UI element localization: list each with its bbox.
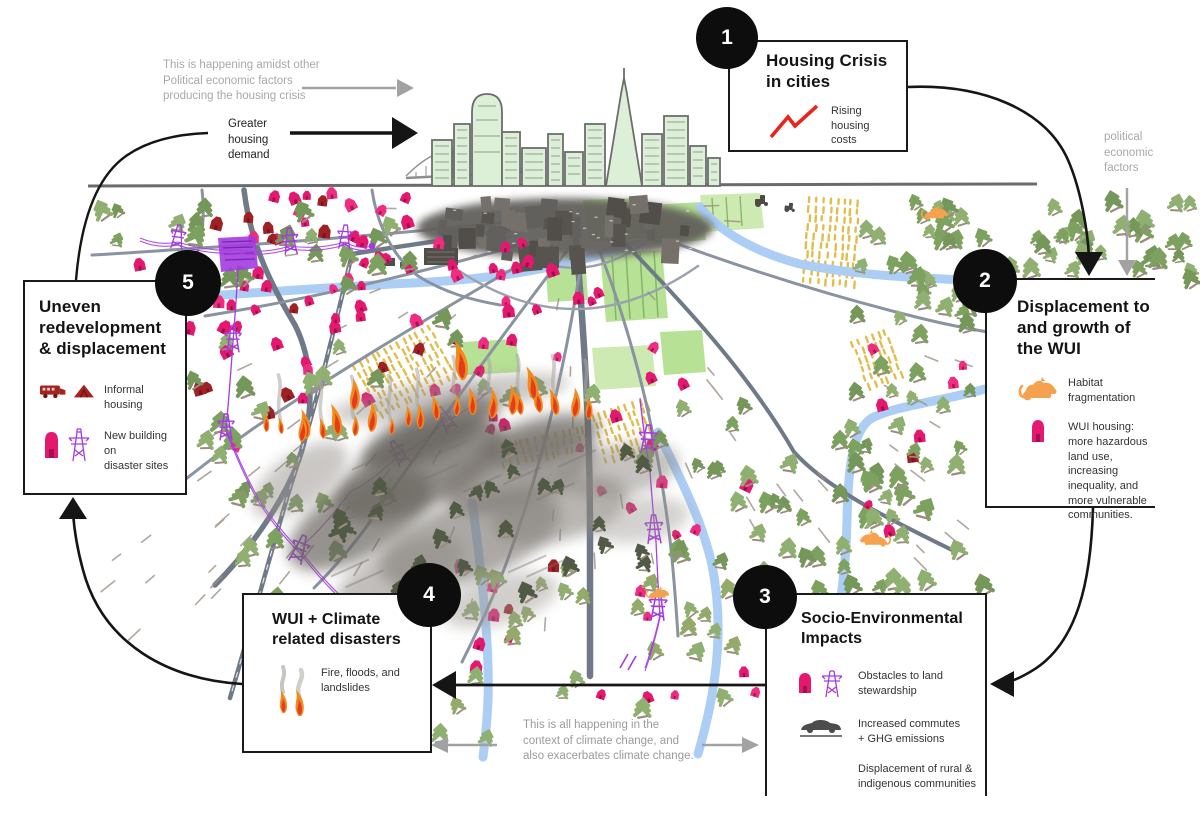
house-and-pylon-icon [39,427,95,463]
political-factors-gray-arrow [302,79,414,97]
political-economic-factors-label: political economic factors [1104,131,1154,175]
city-skyline [431,68,721,187]
rv-and-tent-icon [39,381,95,401]
political-economic-gray-arrow [1118,188,1136,276]
box-title: Socio-Environmental Impacts [801,610,963,647]
step-badge-2: 2 [953,249,1017,313]
item-label: Displacement of rural & indigenous commu… [858,763,977,790]
box-displacement-wui: Displacement to and growth of the WUI Ha… [985,278,1155,521]
wildlife-cougars [645,204,948,599]
fire-front [263,340,593,442]
item-label: Informal housing [104,384,144,411]
dense-city-blocks [384,194,713,275]
box-housing-crisis: Housing Crisis in cities Rising housing … [728,40,908,152]
climate-change-note: This is all happening in the context of … [523,719,694,763]
step-badge-4: 4 [397,563,461,627]
box-title: WUI + Climate related disasters [272,611,401,648]
box-socio-environmental: Socio-Environmental Impacts Obstacles to… [765,593,987,796]
flow-arrow-5-to-demand [74,131,209,281]
box-climate-disasters: WUI + Climate related disasters Fire, fl… [242,593,432,753]
climate-context-double-arrow [431,737,759,753]
box-title: Housing Crisis in cities [766,51,888,92]
item-label: Rising housing costs [831,105,870,147]
step-badge-5: 5 [155,250,221,316]
cougar-icon [1017,374,1059,402]
flow-arrow-2-to-3 [990,507,1095,697]
item-label: Obstacles to land stewardship [858,670,943,697]
item-label: Fire, floods, and landslides [321,667,400,694]
item-label: New building on disaster sites [104,430,169,472]
greater-housing-demand-label: Greater housing demand [228,118,270,162]
flow-arrow-1-to-2 [907,85,1103,276]
step-badge-1: 1 [696,7,758,69]
rising-costs-chart-icon [766,102,822,142]
fire-icon [272,664,312,716]
car-icon [793,715,849,738]
house-icon [1017,418,1059,444]
item-label: Habitat fragmentation [1068,377,1136,404]
box-title: Uneven redevelopment & displacement [39,297,167,359]
item-label: Increased commutes + GHG emissions [858,718,961,745]
flow-arrow-3-to-4 [432,671,765,699]
greater-housing-demand-arrow [290,117,418,149]
box-title: Displacement to and growth of the WUI [1017,297,1150,359]
item-label: WUI housing: more hazardous land use, in… [1068,421,1148,522]
political-factors-note: This is happening amidst other Political… [163,59,320,103]
house-and-pylon-icon [793,667,849,699]
flow-arrow-4-to-5 [59,497,243,686]
step-badge-3: 3 [733,565,797,629]
tractors [755,195,795,213]
box-uneven-redevelopment: Uneven redevelopment & displacement Info… [23,280,187,495]
